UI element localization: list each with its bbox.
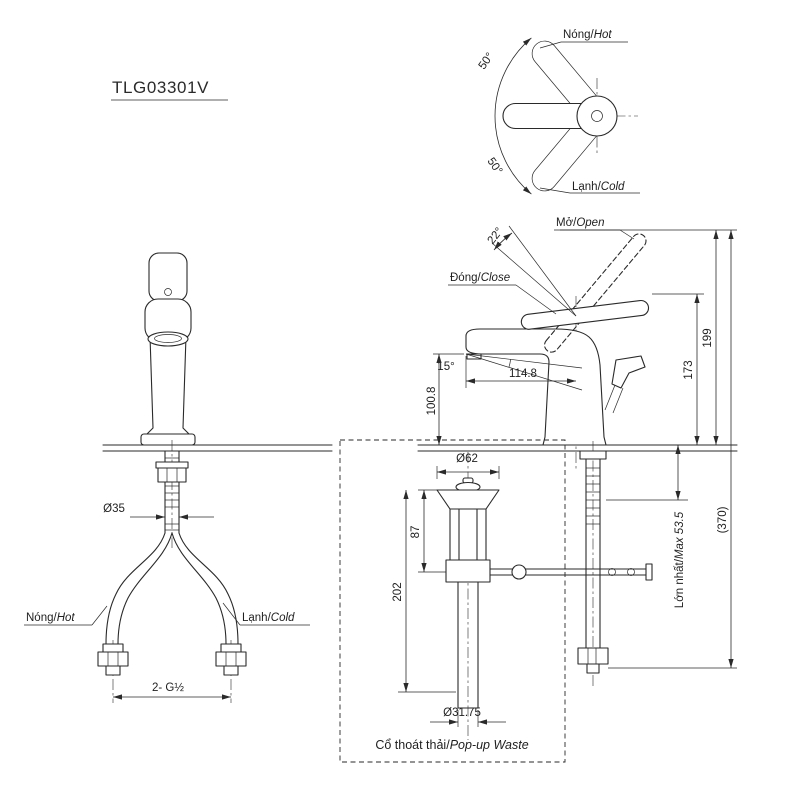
popup-rod-line-1 <box>604 384 616 411</box>
front-view: Ø35 Nóng/Hot Lạnh/Cold 2- G½ <box>24 252 310 703</box>
dim-spout-reach: 114.8 <box>509 368 537 380</box>
open-leader <box>619 229 635 240</box>
base-front <box>140 433 196 446</box>
cold-fitting-tail <box>223 665 239 676</box>
handle-open-outline <box>544 233 647 353</box>
hot-hose-outer <box>105 532 166 645</box>
dim-height-open: 199 <box>702 328 714 347</box>
linkage-ring-1 <box>608 568 616 576</box>
cold-leader <box>539 187 571 194</box>
angle-hot-label: 50° <box>477 51 497 72</box>
hot-label-top: Nóng/Hot <box>563 29 612 41</box>
model-number: TLG03301V <box>112 78 209 97</box>
dim-overall: (370) <box>717 506 729 533</box>
angle15-line-2 <box>465 353 583 391</box>
waste-label: Cổ thoát thải/Pop-up Waste <box>375 738 528 752</box>
handle-front <box>148 252 188 302</box>
dim-height-closed: 173 <box>683 360 695 379</box>
dim-spout-height: 100.8 <box>426 387 438 416</box>
stud-tail <box>586 663 600 674</box>
dim-flange: Ø62 <box>456 453 478 465</box>
side-view: Mở/Open Đóng/Close 22° 15° 114.8 100.8 1… <box>426 217 737 688</box>
faucet-side-profile <box>465 328 607 446</box>
cold-hose-outer <box>178 532 239 645</box>
dim-pipe: Ø31.75 <box>443 707 481 719</box>
swing-arc <box>494 37 532 195</box>
open-label: Mở/Open <box>556 217 604 229</box>
dim-thread: 2- G½ <box>152 682 184 694</box>
angle22-line-2 <box>508 225 577 317</box>
angle22-label: 22° <box>486 226 506 247</box>
angle22-arc <box>493 232 513 251</box>
handle-closed <box>520 299 650 330</box>
hot-fitting-collar <box>102 643 124 653</box>
shank-threads <box>165 457 179 531</box>
cold-label-top: Lạnh/Cold <box>572 181 625 193</box>
angle15-label: 15° <box>437 361 454 373</box>
waste-tee <box>445 559 491 583</box>
dim-max-counter: Lớn nhất/Max 53.5 <box>674 511 686 608</box>
cold-fitting-collar <box>220 643 242 653</box>
spout-mouth-inner <box>154 334 182 343</box>
hot-hose-inner <box>117 532 173 645</box>
stud-nut <box>577 647 609 665</box>
popup-waste-view: Ø62 87 202 Ø31.75 Cổ thoát thải/Pop-up W… <box>339 439 566 763</box>
counter-section <box>102 444 738 452</box>
cold-fitting-nut <box>215 651 247 667</box>
mounting-nut <box>157 467 187 483</box>
hot-fitting-tail <box>105 665 121 676</box>
handle-button <box>164 288 172 296</box>
valve-body-circle <box>576 95 618 137</box>
cold-hose-inner <box>171 532 227 645</box>
waste-bore <box>458 508 478 561</box>
angle15-arc <box>508 359 511 368</box>
hot-leader <box>539 41 562 49</box>
spout-mouth-outer <box>147 331 189 347</box>
close-leader <box>515 284 557 315</box>
popup-rod-line-2 <box>612 387 624 414</box>
valve-screw <box>591 110 603 122</box>
angle15-line-1 <box>465 353 583 369</box>
angle22-line-1 <box>491 242 577 317</box>
dim-shank: Ø35 <box>103 503 125 515</box>
dim-plug-depth: 87 <box>410 526 422 539</box>
linkage-end-cap <box>645 563 653 581</box>
stud-flange <box>579 450 607 460</box>
hot-label-front: Nóng/Hot <box>26 612 75 624</box>
popup-knob <box>611 355 646 389</box>
hot-label-leader <box>91 605 108 626</box>
cold-label-front: Lạnh/Cold <box>242 612 295 624</box>
angle-cold-label: 50° <box>485 156 505 177</box>
waste-flange-cone <box>436 489 500 510</box>
mounting-washer <box>155 461 189 469</box>
stud-threads <box>586 467 600 525</box>
linkage-ring-2 <box>627 568 635 576</box>
cold-label-leader <box>222 602 241 626</box>
body-front <box>146 335 190 435</box>
dim-body-length: 202 <box>392 582 404 601</box>
linkage-ball-joint <box>511 564 527 580</box>
title-block: TLG03301V <box>111 78 228 101</box>
close-label: Đóng/Close <box>450 272 510 284</box>
hot-fitting-nut <box>97 651 129 667</box>
waste-boundary-box <box>339 439 566 763</box>
top-view: 50° 50° Nóng/Hot Lạnh/Cold <box>477 29 640 195</box>
